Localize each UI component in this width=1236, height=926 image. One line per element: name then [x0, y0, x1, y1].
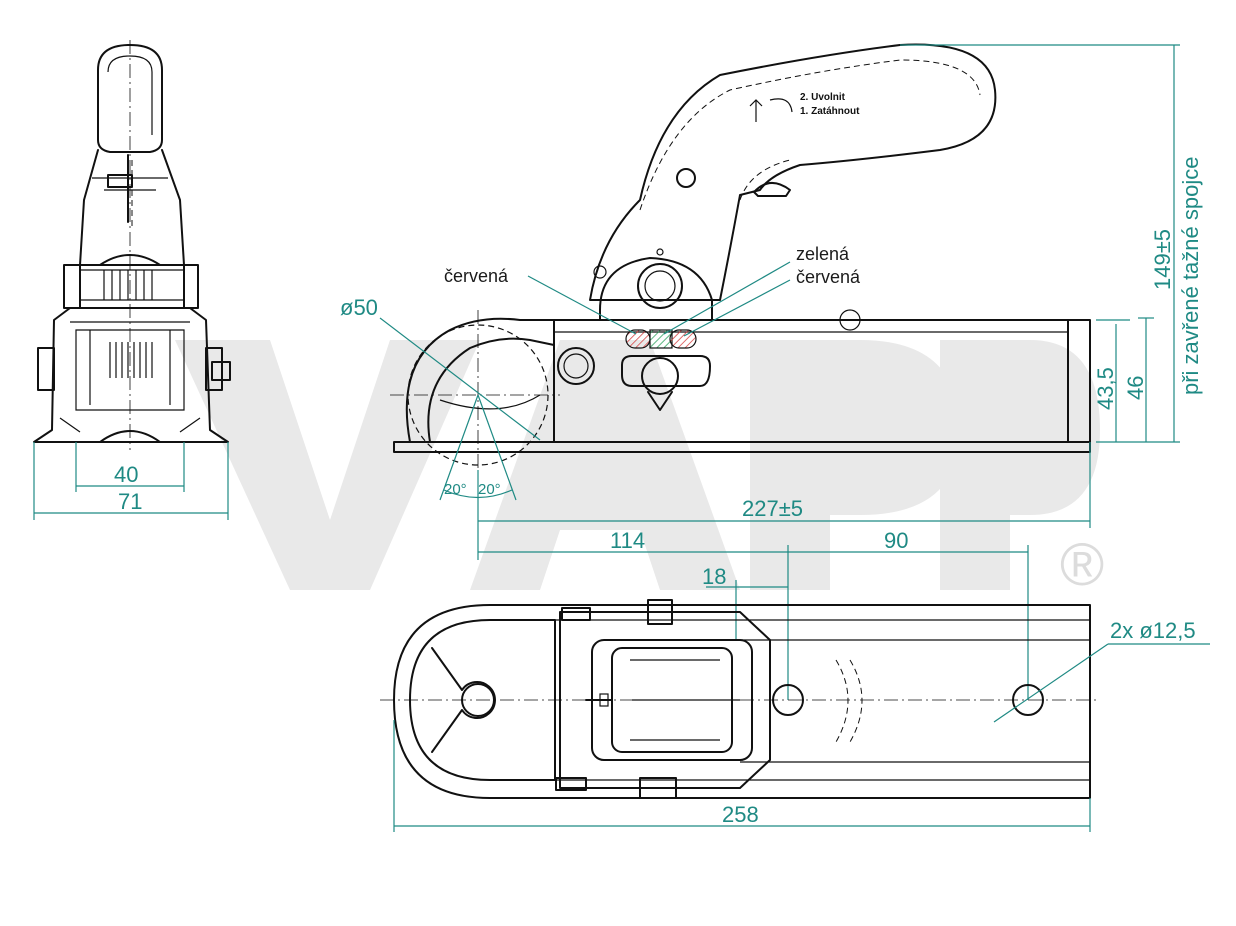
label-red-right: červená	[796, 267, 861, 287]
registered-mark: ®	[1060, 531, 1104, 598]
dim-angle-left: 20°	[444, 481, 467, 498]
label-green: zelená	[796, 244, 850, 264]
dim-40: 40	[114, 462, 138, 487]
green-indicator	[649, 329, 673, 349]
dim-90: 90	[884, 528, 908, 553]
red-indicator-left	[625, 329, 651, 349]
front-dimensions: 40 71	[33, 442, 229, 520]
handle-text-pull: 1. Zatáhnout	[800, 106, 860, 117]
top-dimensions: 2x ø12,5 258	[393, 618, 1210, 832]
dim-ball-diameter: ø50	[340, 295, 378, 320]
top-view	[380, 599, 1100, 799]
dim-46: 46	[1123, 376, 1148, 400]
dim-71: 71	[118, 489, 142, 514]
dim-angle-right: 20°	[478, 481, 501, 498]
dim-149: 149±5	[1150, 229, 1175, 290]
front-view	[33, 40, 231, 450]
dim-18: 18	[702, 564, 726, 589]
dim-43-5: 43,5	[1093, 367, 1118, 410]
dim-holes: 2x ø12,5	[1110, 618, 1196, 643]
dim-149-note: při zavřené tažné spojce	[1178, 157, 1203, 395]
dim-258: 258	[722, 802, 759, 827]
handle-text-release: 2. Uvolnit	[800, 92, 846, 103]
dim-227: 227±5	[742, 496, 803, 521]
label-red-left: červená	[444, 266, 509, 286]
vapp-watermark: ®	[175, 340, 1104, 598]
red-indicator-right	[669, 329, 697, 349]
side-dimensions: ø50 20° 20° červená zelená červená 227±5…	[340, 44, 1203, 700]
dim-114: 114	[610, 528, 645, 553]
